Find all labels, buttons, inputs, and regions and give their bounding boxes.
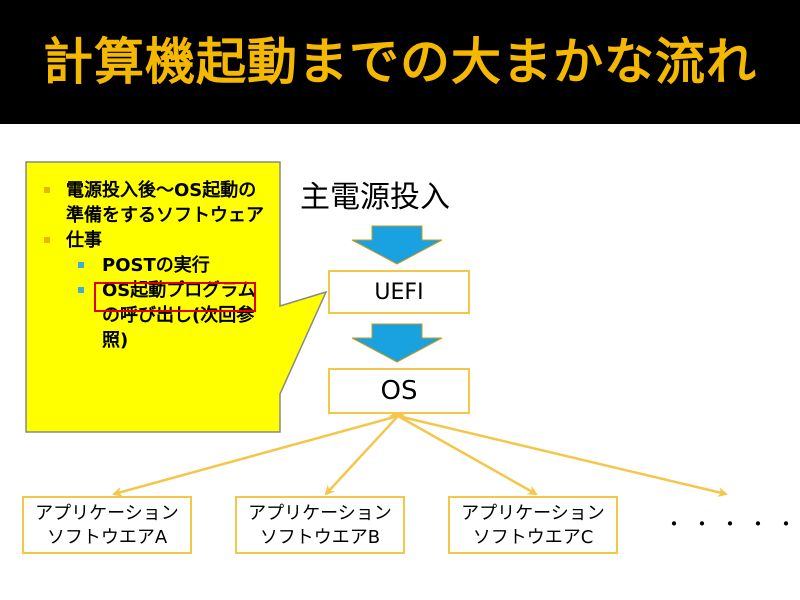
- connector-os-app-b: [324, 406, 408, 496]
- connector-os-app-c: [388, 407, 538, 496]
- app-box-a: アプリケーション ソフトウエアA: [22, 496, 192, 554]
- callout-item: 仕事: [36, 228, 268, 253]
- app-line2: ソフトウエアB: [259, 527, 381, 548]
- bullet-icon: [44, 237, 50, 243]
- callout-subitem: POSTの実行: [36, 253, 268, 278]
- app-line1: アプリケーション: [461, 503, 605, 524]
- connector-os-more: [389, 409, 728, 498]
- callout-item: 電源投入後〜OS起動の準備をするソフトウェア: [36, 178, 268, 228]
- app-box-b: アプリケーション ソフトウエアB: [235, 496, 405, 554]
- post-highlight-box: [94, 282, 256, 312]
- slide-title: 計算機起動までの大まかな流れ: [43, 33, 757, 91]
- callout-item-text: POSTの実行: [102, 255, 210, 276]
- os-label: OS: [380, 376, 418, 406]
- down-arrow-2-icon: [351, 323, 443, 363]
- bullet-icon: [44, 187, 50, 193]
- uefi-box: UEFI: [328, 270, 470, 314]
- app-line1: アプリケーション: [35, 503, 179, 524]
- bullet-icon: [78, 287, 84, 293]
- callout-content: 電源投入後〜OS起動の準備をするソフトウェア 仕事 POSTの実行 OS起動プロ…: [36, 178, 268, 353]
- callout-bubble: [25, 161, 328, 433]
- app-line1: アプリケーション: [248, 503, 392, 524]
- os-box: OS: [328, 368, 470, 414]
- app-line2: ソフトウエアC: [472, 527, 594, 548]
- more-ellipsis: ・・・・・・: [664, 512, 800, 536]
- app-line2: ソフトウエアA: [46, 527, 168, 548]
- app-box-c: アプリケーション ソフトウエアC: [448, 496, 618, 554]
- bullet-icon: [78, 262, 84, 268]
- callout-item-text: 仕事: [66, 230, 102, 251]
- uefi-label: UEFI: [374, 279, 424, 305]
- title-bar: 計算機起動までの大まかな流れ: [0, 0, 800, 124]
- down-arrow-1-icon: [351, 225, 443, 265]
- main-power-label: 主電源投入: [300, 180, 450, 215]
- callout-item-text: 電源投入後〜OS起動の準備をするソフトウェア: [66, 180, 264, 226]
